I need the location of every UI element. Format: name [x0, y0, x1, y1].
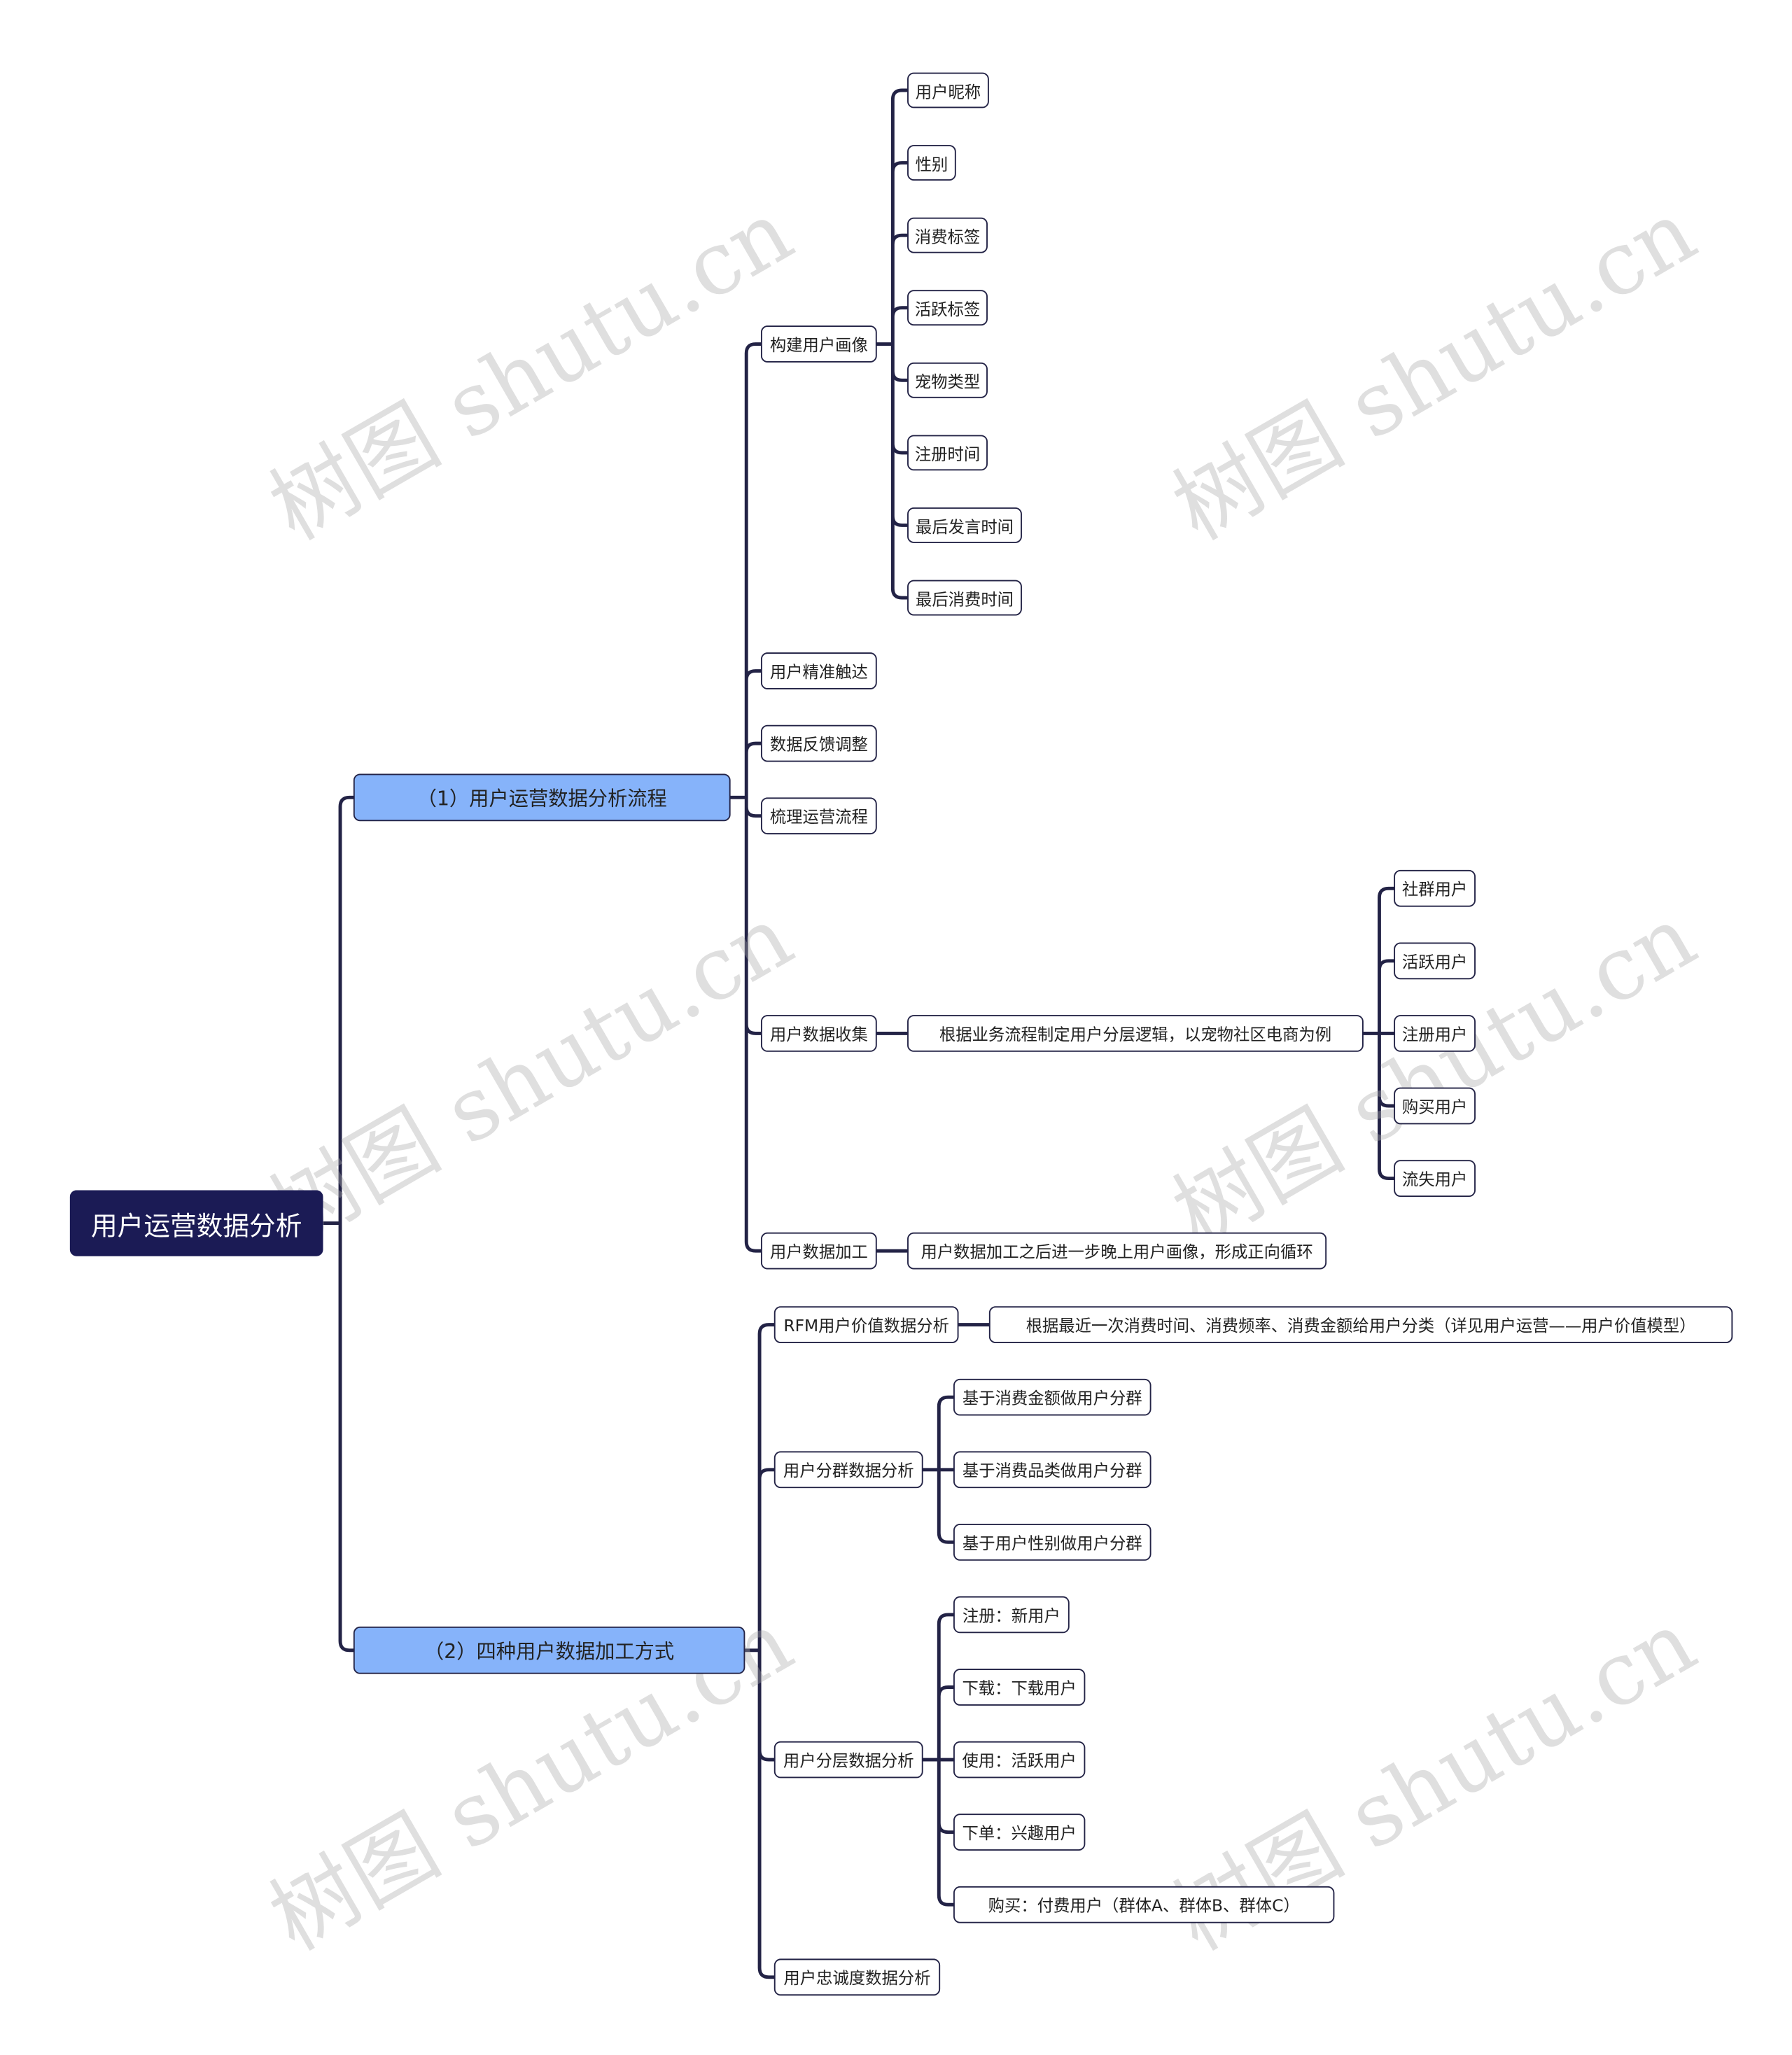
- leaf-node[interactable]: 注册用户: [1394, 1015, 1476, 1052]
- leaf-node[interactable]: 最后发言时间: [907, 507, 1022, 543]
- topic-node[interactable]: 用户分层数据分析: [774, 1741, 923, 1779]
- topic-node[interactable]: 用户数据加工: [760, 1232, 877, 1270]
- connector-line: [921, 1395, 955, 1544]
- connector-line: [743, 1323, 776, 1979]
- topic-node[interactable]: 用户数据收集: [760, 1015, 877, 1052]
- connector-line: [1362, 886, 1396, 1181]
- leaf-node[interactable]: 下载：下载用户: [953, 1669, 1086, 1706]
- connector-line: [321, 795, 356, 1653]
- root-node[interactable]: 用户运营数据分析: [69, 1190, 323, 1256]
- leaf-node[interactable]: 基于消费品类做用户分群: [953, 1451, 1152, 1489]
- leaf-node[interactable]: 活跃标签: [907, 290, 988, 326]
- leaf-node[interactable]: 社群用户: [1394, 869, 1476, 907]
- connector-line: [729, 342, 763, 1253]
- leaf-node[interactable]: 消费标签: [907, 217, 988, 253]
- leaf-node[interactable]: 注册时间: [907, 435, 988, 471]
- leaf-node[interactable]: 用户数据加工之后进一步晚上用户画像，形成正向循环: [907, 1232, 1327, 1270]
- branch-node[interactable]: （1）用户运营数据分析流程: [353, 773, 731, 822]
- branch-node[interactable]: （2）四种用户数据加工方式: [353, 1626, 746, 1674]
- connector-line: [921, 1613, 955, 1907]
- connector-line: [875, 88, 909, 600]
- leaf-node[interactable]: 下单：兴趣用户: [953, 1814, 1086, 1851]
- topic-node[interactable]: 用户忠诚度数据分析: [774, 1958, 941, 1996]
- leaf-node[interactable]: 使用：活跃用户: [953, 1741, 1086, 1779]
- topic-node[interactable]: 数据反馈调整: [760, 724, 877, 762]
- leaf-node[interactable]: 购买用户: [1394, 1087, 1476, 1125]
- leaf-node[interactable]: 基于用户性别做用户分群: [953, 1523, 1152, 1561]
- topic-node[interactable]: RFM用户价值数据分析: [774, 1306, 959, 1343]
- leaf-node[interactable]: 最后消费时间: [907, 580, 1022, 616]
- topic-node[interactable]: 用户分群数据分析: [774, 1451, 923, 1489]
- leaf-node[interactable]: 根据最近一次消费时间、消费频率、消费金额给用户分类（详见用户运营——用户价值模型…: [988, 1306, 1733, 1343]
- leaf-node[interactable]: 用户昵称: [907, 72, 989, 108]
- subtopic-node[interactable]: 根据业务流程制定用户分层逻辑，以宠物社区电商为例: [907, 1015, 1364, 1052]
- leaf-node[interactable]: 注册：新用户: [953, 1596, 1070, 1634]
- leaf-node[interactable]: 活跃用户: [1394, 942, 1476, 980]
- leaf-node[interactable]: 基于消费金额做用户分群: [953, 1378, 1152, 1416]
- topic-node[interactable]: 梳理运营流程: [760, 797, 877, 835]
- leaf-node[interactable]: 购买：付费用户（群体A、群体B、群体C）: [953, 1886, 1335, 1923]
- topic-node[interactable]: 用户精准触达: [760, 652, 877, 689]
- leaf-node[interactable]: 性别: [907, 145, 956, 181]
- topic-node[interactable]: 构建用户画像: [760, 325, 877, 363]
- leaf-node[interactable]: 流失用户: [1394, 1160, 1476, 1197]
- leaf-node[interactable]: 宠物类型: [907, 362, 988, 398]
